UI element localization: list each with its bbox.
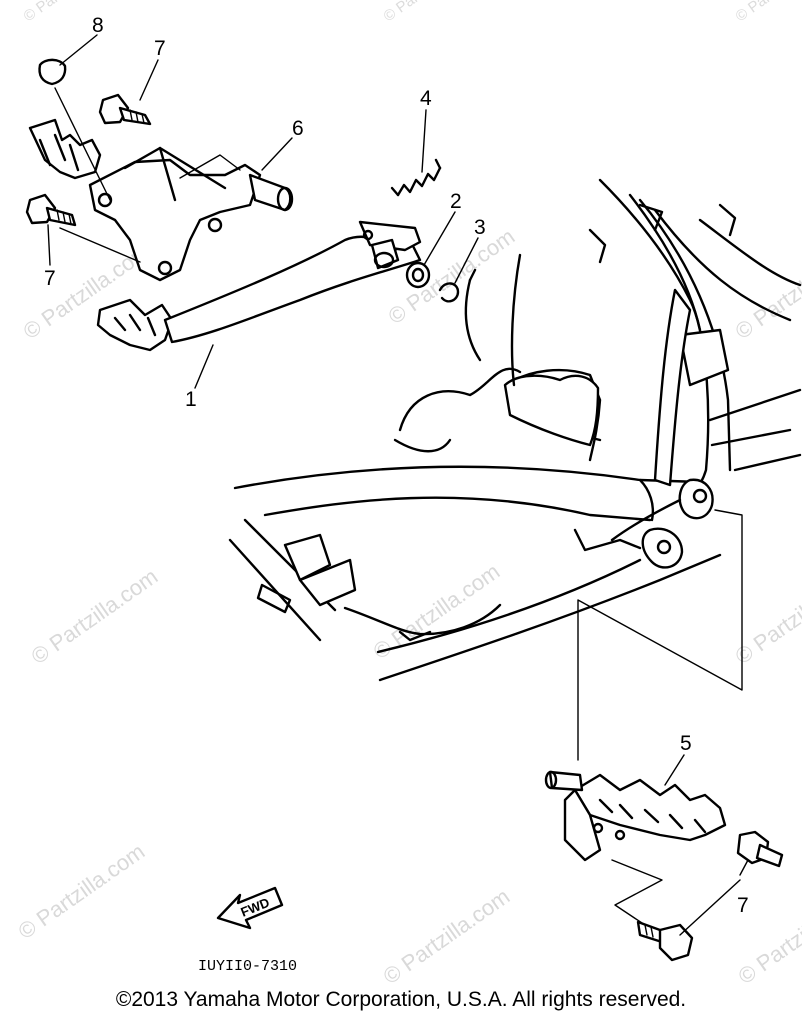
diagram-code: IUYII0-7310: [198, 958, 297, 975]
callout-1: 1: [185, 388, 197, 411]
callout-2: 2: [450, 190, 462, 213]
frame-drawing: [228, 178, 802, 682]
watermark: © Partz: [21, 0, 72, 25]
callout-7-top: 7: [154, 37, 166, 60]
callout-8: 8: [92, 14, 104, 37]
watermark: © Partzilla.com: [14, 839, 150, 945]
watermark: © Partzilla.com: [27, 564, 163, 670]
watermark: © Partz: [381, 0, 432, 25]
callout-7-right: 7: [737, 894, 749, 917]
callout-3: 3: [474, 216, 486, 239]
fwd-arrow-icon: FWD: [216, 886, 284, 930]
watermark: © Partzilla.com: [379, 884, 515, 990]
bolts: [25, 58, 784, 962]
brake-pedal: [96, 220, 422, 352]
footrest-right: [544, 770, 727, 862]
callout-4: 4: [420, 87, 432, 110]
watermark: © Partz: [733, 0, 784, 25]
callout-5: 5: [680, 732, 692, 755]
small-parts: [390, 158, 460, 303]
callout-numbers: 8 7 6 4 2 3 7 1 5 7: [44, 14, 749, 917]
copyright-notice: ©2013 Yamaha Motor Corporation, U.S.A. A…: [115, 988, 687, 1011]
watermark: © Partzilla.com: [731, 239, 802, 345]
assembly-lines: [54, 87, 743, 926]
callout-6: 6: [292, 117, 304, 140]
watermark: © Partzilla.com: [731, 564, 802, 670]
leader-lines: [47, 34, 749, 936]
callout-7-left: 7: [44, 267, 56, 290]
footrest-bracket-left: [28, 118, 294, 282]
